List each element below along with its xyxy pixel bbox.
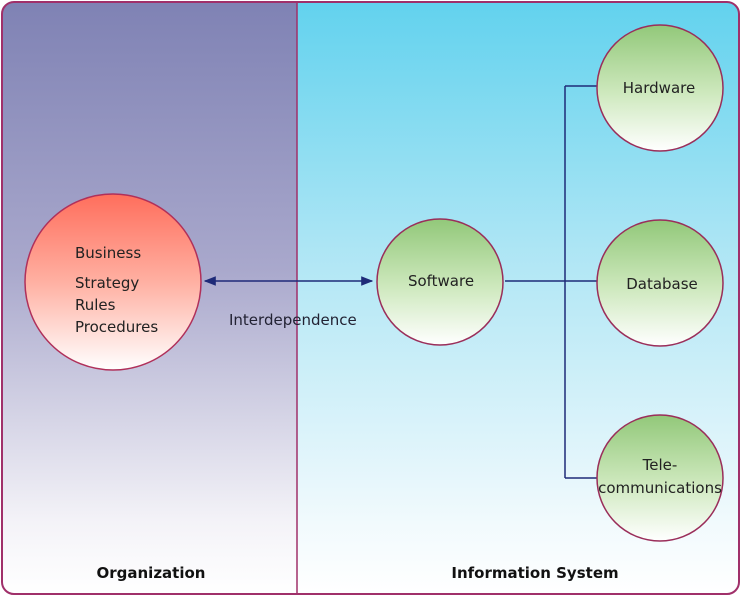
org-line-strategy: Strategy <box>75 274 139 292</box>
org-line-business: Business <box>75 244 141 262</box>
software-label: Software <box>408 272 474 290</box>
telecom-line-2: communications <box>598 479 722 497</box>
hardware-node <box>596 24 724 152</box>
org-line-rules: Rules <box>75 296 116 314</box>
database-label: Database <box>626 275 698 293</box>
information-system-label: Information System <box>451 564 618 582</box>
telecommunications-node <box>596 414 724 542</box>
interdependence-label: Interdependence <box>229 311 357 329</box>
hardware-label: Hardware <box>623 79 695 97</box>
organization-label: Organization <box>97 564 206 582</box>
database-node <box>596 219 724 347</box>
organization-node <box>24 193 202 371</box>
telecom-line-1: Tele- <box>642 456 678 474</box>
org-line-procedures: Procedures <box>75 318 158 336</box>
software-node <box>376 218 504 346</box>
